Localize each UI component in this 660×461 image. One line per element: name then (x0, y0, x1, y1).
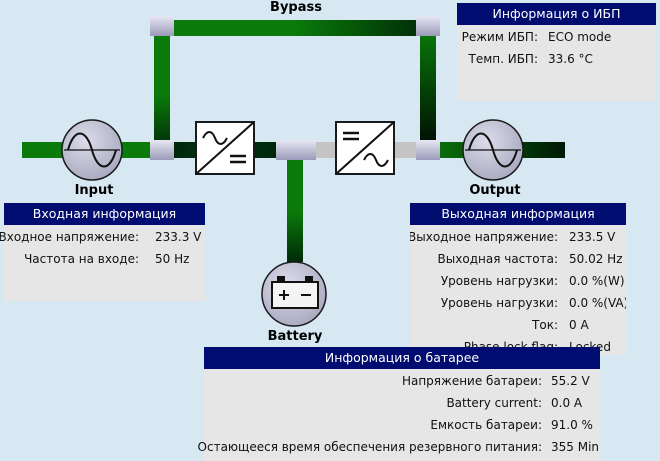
battery-voltage-label: Напряжение батареи: (401, 374, 542, 388)
ups-info-panel: Информация о ИБП Режим ИБП: ECO mode Тем… (457, 3, 656, 101)
output-frequency-label: Выходная частота: (437, 252, 558, 266)
battery-icon (261, 261, 327, 327)
output-label: Output (469, 183, 521, 198)
battery-runtime-value: 355 Min (551, 440, 600, 454)
bypass-right-line (420, 28, 436, 150)
battery-runtime-row: Остающееся время обеспечения резервного … (198, 436, 600, 458)
output-voltage-row: Выходное напряжение: 233.5 V (410, 226, 626, 248)
input-frequency-row: Частота на входе: 50 Hz (4, 248, 205, 270)
output-voltage-value: 233.5 V (569, 230, 616, 244)
output-current-row: Ток: 0 A (410, 314, 626, 336)
battery-info-title: Информация о батарее (204, 347, 600, 369)
battery-runtime-label: Остающееся время обеспечения резервного … (197, 440, 542, 454)
battery-voltage-row: Напряжение батареи: 55.2 V (204, 370, 600, 392)
output-voltage-label: Выходное напряжение: (410, 230, 558, 244)
output-load-va-label: Уровень нагрузки: (440, 296, 558, 310)
ups-temp-value: 33.6 °C (548, 52, 593, 66)
input-voltage-value: 233.3 V (155, 230, 202, 244)
output-load-w-label: Уровень нагрузки: (440, 274, 558, 288)
node-bypass-left-top (150, 16, 174, 36)
ups-temp-label: Темп. ИБП: (468, 52, 538, 66)
battery-capacity-label: Емкость батареи: (430, 418, 542, 432)
battery-info-panel: Информация о батарее Напряжение батареи:… (198, 347, 600, 461)
ups-temp-row: Темп. ИБП: 33.6 °C (457, 48, 656, 70)
output-load-va-value: 0.0 %(VA) (569, 296, 626, 310)
output-current-value: 0 A (569, 318, 589, 332)
output-info-title: Выходная информация (410, 203, 626, 225)
input-voltage-row: Входное напряжение: 233.3 V (0, 226, 205, 248)
bypass-label: Bypass (270, 0, 322, 15)
node-bypass-right-top (416, 16, 440, 36)
battery-current-row: Battery current: 0.0 A (204, 392, 600, 414)
ups-mode-label: Режим ИБП: (461, 30, 538, 44)
node-output (416, 140, 440, 160)
output-frequency-value: 50.02 Hz (569, 252, 623, 266)
output-load-w-value: 0.0 %(W) (569, 274, 625, 288)
ups-mode-value: ECO mode (548, 30, 612, 44)
output-load-va-row: Уровень нагрузки: 0.0 %(VA) (410, 292, 626, 314)
input-label: Input (74, 183, 114, 198)
node-input (150, 140, 174, 160)
battery-current-value: 0.0 A (551, 396, 583, 410)
input-info-title: Входная информация (4, 203, 205, 225)
battery-line (287, 150, 303, 262)
inverter-icon (335, 121, 395, 175)
battery-capacity-row: Емкость батареи: 91.0 % (204, 414, 600, 436)
output-frequency-row: Выходная частота: 50.02 Hz (410, 248, 626, 270)
rectifier-icon (195, 121, 255, 175)
output-ac-icon (462, 119, 524, 181)
input-info-panel: Входная информация Входное напряжение: 2… (0, 203, 205, 301)
output-current-label: Ток: (532, 318, 558, 332)
bypass-left-line (154, 28, 170, 150)
battery-voltage-value: 55.2 V (551, 374, 590, 388)
output-info-panel: Выходная информация Выходное напряжение:… (410, 203, 626, 355)
battery-label: Battery (267, 329, 323, 344)
node-battery (276, 140, 316, 160)
ups-info-title: Информация о ИБП (457, 3, 656, 25)
ups-mode-row: Режим ИБП: ECO mode (457, 26, 656, 48)
bypass-line (162, 20, 428, 36)
input-frequency-label: Частота на входе: (24, 252, 139, 266)
battery-current-label: Battery current: (446, 396, 542, 410)
battery-capacity-value: 91.0 % (551, 418, 593, 432)
input-voltage-label: Входное напряжение: (0, 230, 139, 244)
input-frequency-value: 50 Hz (155, 252, 190, 266)
input-ac-icon (61, 119, 123, 181)
output-load-w-row: Уровень нагрузки: 0.0 %(W) (410, 270, 626, 292)
